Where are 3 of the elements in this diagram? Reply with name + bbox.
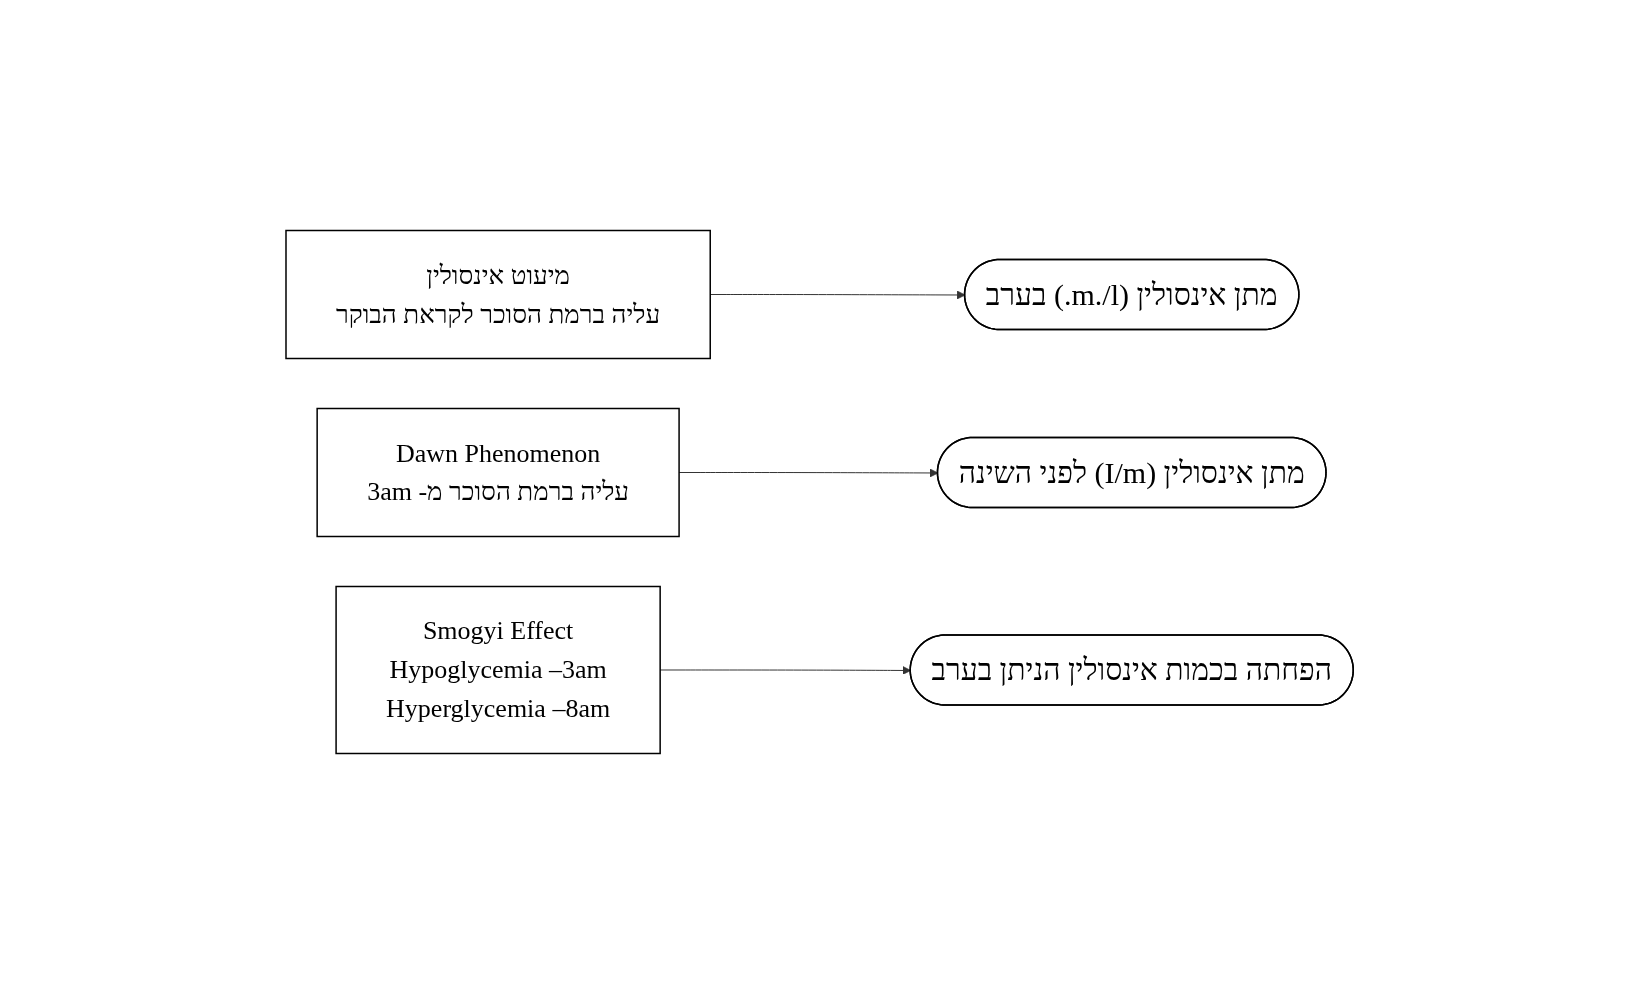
node-box: Smogyi Effect Hypoglycemia –3am Hyperglycemia –8am <box>335 585 662 755</box>
node-box: מיעוט אינסולין עליה ברמת הסוכר לקראת הבוקר <box>285 229 712 360</box>
arrow <box>660 666 912 675</box>
